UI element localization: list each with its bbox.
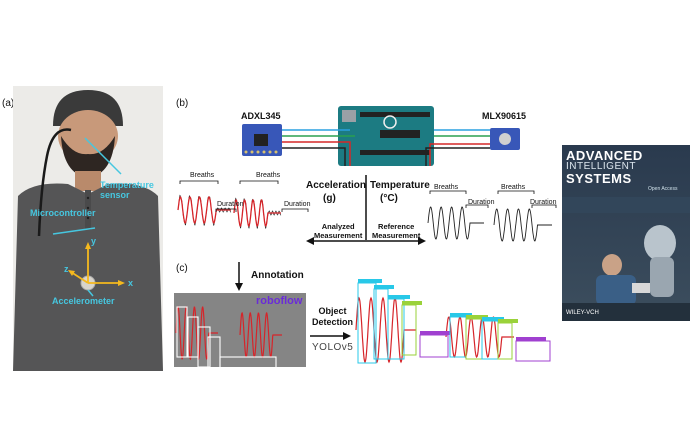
detection-output-image (354, 275, 554, 370)
acceleration-plot (176, 175, 311, 250)
cover-title-2: INTELLIGENT (566, 161, 636, 172)
person-photo (13, 86, 163, 371)
det-box-tag-5 (420, 331, 450, 335)
det-box-tag-7 (466, 315, 488, 319)
annotation-label: Annotation (251, 270, 304, 281)
left-duration-label-1: Duration (217, 201, 244, 208)
temp-duration-bracket-2 (531, 204, 557, 208)
left-breaths-label-2: Breaths (256, 172, 281, 179)
acc-filtered-trace-1 (177, 196, 231, 224)
accelerometer-label: Accelerometer (52, 296, 115, 306)
det-box-tag-6 (450, 313, 472, 317)
temp-duration-bracket-1 (465, 204, 489, 208)
temperature-sensor-label: Temperature sensor (100, 180, 154, 200)
panel-b-letter: (b) (176, 98, 189, 109)
mlx90615-label: MLX90615 (482, 111, 527, 121)
right-breaths-label-1: Breaths (434, 184, 459, 191)
right-duration-label-2: Duration (530, 199, 557, 206)
cover-open-access: Open Access (648, 186, 678, 192)
annotation-arrow (234, 262, 244, 292)
det-box-tag-1 (358, 279, 382, 283)
axis-z-label: z (64, 264, 69, 274)
microcontroller-label: Microcontroller (30, 208, 96, 218)
det-box-tag-2 (374, 285, 394, 289)
temp-trace-1 (427, 206, 484, 240)
det-box-tag-10 (516, 337, 546, 341)
temperature-title: Temperature (370, 180, 430, 191)
reference-measurement-label: Reference Measurement (372, 222, 421, 240)
det-trace-1 (355, 296, 416, 364)
det-box-tag-3 (388, 295, 410, 299)
adxl345-label: ADXL345 (241, 111, 281, 121)
yolo-logo: YOLOv5 (312, 342, 354, 353)
detection-arrow (310, 328, 352, 340)
det-box-10 (515, 340, 551, 362)
cover-title-3: SYSTEMS (566, 171, 632, 186)
det-box-tag-4 (402, 301, 422, 305)
roboflow-annotation-image (174, 293, 341, 440)
cover-title-1: ADVANCED (566, 148, 643, 163)
det-trace-2 (445, 316, 514, 359)
analyzed-measurement-label: Analyzed Measurement (314, 222, 363, 240)
temperature-plot (424, 185, 559, 260)
left-duration-label-2: Duration (284, 201, 311, 208)
roboflow-logo: roboflow (256, 295, 303, 307)
temperature-unit: (°C) (380, 193, 398, 204)
acceleration-unit: (g) (323, 193, 336, 204)
acc-breaths-bracket-1 (179, 180, 219, 184)
acc-breaths-bracket-2 (239, 180, 279, 184)
robo-trace-1 (175, 305, 218, 361)
right-breaths-label-2: Breaths (501, 184, 526, 191)
robo-annotation-box-9 (219, 356, 277, 370)
det-box-tag-9 (498, 319, 518, 323)
right-duration-label-1: Duration (468, 199, 495, 206)
left-breaths-label-1: Breaths (190, 172, 215, 179)
temp-trace-2 (493, 208, 552, 242)
cover-publisher: WILEY-VCH (566, 310, 599, 316)
journal-cover (562, 145, 690, 321)
object-detection-label: Object Detection (312, 306, 354, 327)
acc-duration-bracket-1 (215, 208, 237, 212)
panel-c-letter: (c) (176, 263, 188, 274)
panel-a-letter: (a) (2, 98, 15, 109)
circuit-diagram (230, 100, 530, 170)
det-box-tag-8 (482, 317, 504, 321)
axis-x-label: x (128, 278, 134, 288)
det-box-5 (419, 334, 449, 358)
temp-breaths-bracket-1 (429, 190, 467, 194)
robo-trace-2 (239, 311, 282, 359)
robo-annotation-box-1 (176, 306, 188, 358)
acceleration-title: Acceleration (306, 180, 367, 191)
temp-breaths-bracket-2 (497, 190, 535, 194)
axis-y-label: y (91, 236, 97, 246)
center-arrows (300, 175, 430, 255)
acc-filtered-trace-2 (233, 199, 281, 227)
acc-duration-bracket-2 (281, 208, 309, 212)
